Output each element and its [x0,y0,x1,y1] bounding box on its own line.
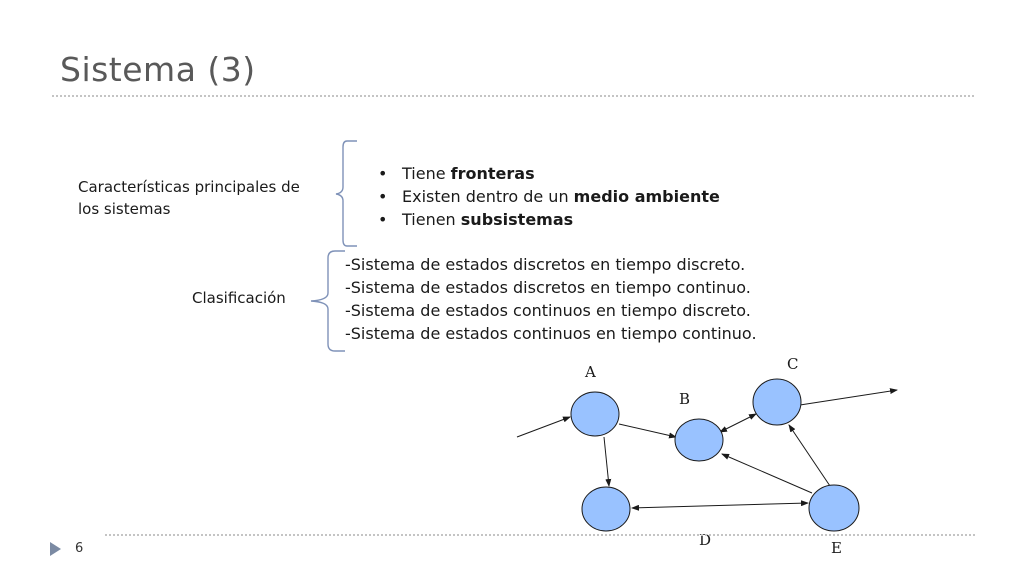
clasificacion-caption: Clasificación [192,289,286,307]
characteristic-text: Tienen [402,210,461,229]
graph-node-e [808,484,860,532]
slide-title: Sistema (3) [60,50,256,89]
bullet-glyph: • [378,164,388,183]
edge-c-to-output [799,388,898,406]
characteristics-list: • Tiene fronteras • Existen dentro de un… [378,162,720,231]
characteristics-brace [335,140,357,247]
bullet-glyph: • [378,210,388,229]
clasificacion-item: -Sistema de estados discretos en tiempo … [345,255,746,274]
characteristic-text: Existen dentro de un [402,187,574,206]
clasificacion-item: -Sistema de estados continuos en tiempo … [345,324,757,343]
edge-d-e-bidirectional [631,500,809,511]
characteristic-text: Tiene [402,164,451,183]
title-divider [52,95,974,97]
graph-node-b [674,418,724,462]
graph-node-a [570,391,620,437]
graph-label-e: E [831,539,842,557]
edge-b-c-bidirectional [719,413,757,433]
characteristic-item: • Tienen subsistemas [378,208,720,231]
edge-e-to-b [721,453,813,494]
characteristic-item: • Existen dentro de un medio ambiente [378,185,720,208]
edge-a-to-d [603,436,612,487]
graph-node-c [752,378,802,426]
clasificacion-item: -Sistema de estados discretos en tiempo … [345,278,751,297]
characteristic-keyword: subsistemas [460,210,574,229]
clasificacion-item: -Sistema de estados continuos en tiempo … [345,301,751,320]
footer-divider [105,534,975,536]
clasificacion-list: -Sistema de estados discretos en tiempo … [345,253,757,345]
characteristics-caption: Características principales de los siste… [78,178,300,218]
edge-input-to-a [516,416,571,438]
system-graph-diagram: A B C D E [516,355,898,557]
characteristic-keyword: medio ambiente [573,187,720,206]
edge-e-to-c [788,424,831,487]
footer-arrow-icon [50,542,61,556]
clasificacion-brace [310,250,345,352]
edge-a-to-b [618,423,677,439]
characteristic-item: • Tiene fronteras [378,162,720,185]
bullet-glyph: • [378,187,388,206]
graph-label-a: A [584,363,596,381]
graph-label-b: B [679,390,690,408]
graph-label-c: C [787,355,798,373]
characteristic-keyword: fronteras [450,164,535,183]
graph-node-d [581,486,631,532]
page-number: 6 [75,541,84,556]
